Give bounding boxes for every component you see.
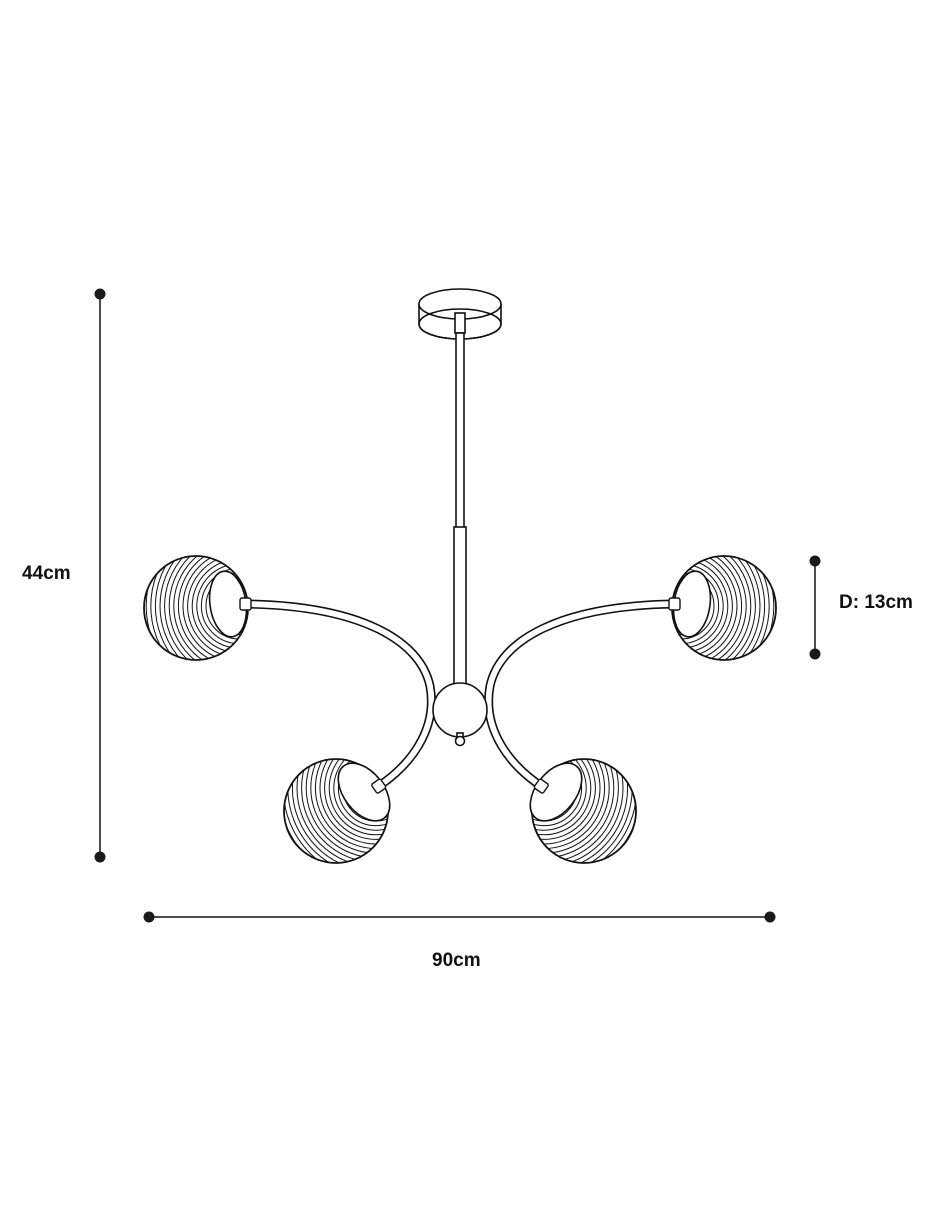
rib-line bbox=[672, 556, 770, 660]
ceiling-canopy bbox=[418, 288, 502, 340]
curved-arms bbox=[242, 599, 678, 793]
rib-line bbox=[333, 759, 388, 831]
width-left-dot bbox=[143, 911, 155, 923]
width-dimension-line bbox=[143, 911, 776, 923]
central-hub bbox=[432, 682, 488, 747]
rib-line bbox=[672, 556, 761, 660]
rib-line bbox=[672, 556, 747, 660]
rib-line bbox=[159, 556, 248, 660]
height-label: 44cm bbox=[22, 563, 71, 584]
rib-line bbox=[532, 759, 592, 836]
rib-line bbox=[145, 556, 248, 660]
rib-line bbox=[672, 556, 752, 660]
rib-line bbox=[154, 556, 248, 660]
lamp-connectors bbox=[239, 597, 681, 794]
depth-bottom-dot bbox=[809, 648, 821, 660]
rib-line bbox=[337, 759, 388, 827]
rib-line bbox=[328, 759, 388, 836]
depth-top-dot bbox=[809, 555, 821, 567]
rib-line bbox=[173, 556, 248, 660]
rib-line bbox=[291, 759, 388, 863]
finial bbox=[454, 735, 466, 747]
rib-line bbox=[168, 556, 248, 660]
shade-openings bbox=[208, 570, 712, 822]
rib-line bbox=[672, 556, 738, 660]
connector bbox=[533, 778, 549, 794]
rib-line bbox=[177, 556, 248, 660]
rib-line bbox=[532, 759, 587, 831]
connector bbox=[371, 778, 387, 794]
height-dimension-line bbox=[94, 288, 106, 863]
rib-line bbox=[672, 556, 743, 660]
rib-line bbox=[532, 759, 629, 863]
height-top-dot bbox=[94, 288, 106, 300]
rib-line bbox=[150, 556, 248, 660]
rib-line bbox=[164, 556, 248, 660]
depth-label: D: 13cm bbox=[839, 592, 913, 613]
rib-line bbox=[532, 759, 596, 840]
rib-line bbox=[672, 556, 756, 660]
rib-line bbox=[182, 556, 248, 660]
rib-line bbox=[296, 759, 388, 863]
height-bottom-dot bbox=[94, 851, 106, 863]
connector bbox=[668, 597, 681, 611]
rib-line bbox=[672, 556, 775, 660]
depth-dimension-line bbox=[809, 555, 821, 660]
suspension-rod bbox=[453, 332, 467, 688]
width-right-dot bbox=[764, 911, 776, 923]
rib-line bbox=[672, 556, 766, 660]
rib-line bbox=[324, 759, 388, 840]
rib-line bbox=[532, 759, 624, 863]
connector bbox=[239, 597, 252, 611]
width-label: 90cm bbox=[432, 950, 481, 971]
rib-line bbox=[532, 759, 583, 827]
